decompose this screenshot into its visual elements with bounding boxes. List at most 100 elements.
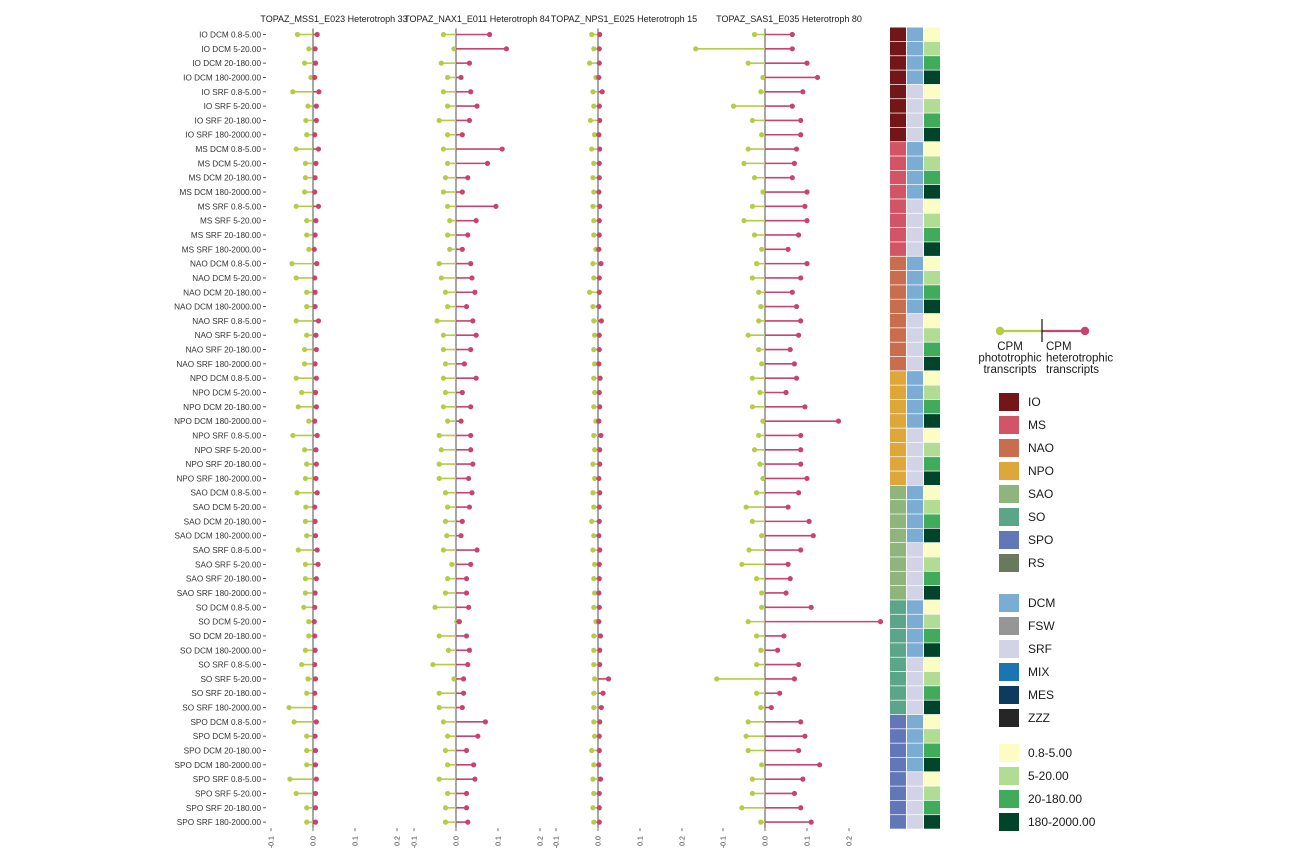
phototrophic-point — [290, 89, 296, 95]
row-label: SO DCM 0.8-5.00 — [196, 603, 262, 612]
row-label: NPO DCM 0.8-5.00 — [190, 374, 261, 383]
region-tile — [890, 371, 906, 385]
phototrophic-point — [592, 447, 598, 453]
heterotrophic-point — [596, 303, 602, 310]
phototrophic-point — [749, 275, 756, 281]
region-tile — [890, 185, 906, 199]
heterotrophic-point — [597, 490, 603, 496]
depth-tile — [907, 285, 923, 299]
heterotrophic-point — [798, 318, 804, 324]
phototrophic-point — [447, 246, 453, 252]
depth-tile — [907, 185, 923, 199]
region-tile — [890, 113, 906, 128]
row-label: SO DCM 180-2000.00 — [180, 646, 261, 655]
row-label: NAO DCM 5-20.00 — [192, 274, 261, 283]
heterotrophic-point — [312, 418, 318, 424]
heterotrophic-point — [798, 447, 804, 453]
phototrophic-point — [302, 189, 308, 195]
row-label: NPO DCM 20-180.00 — [183, 403, 261, 412]
heterotrophic-point — [312, 389, 319, 396]
heterotrophic-point — [598, 432, 604, 439]
heterotrophic-point — [596, 504, 602, 510]
phototrophic-point — [591, 218, 597, 224]
heterotrophic-point — [596, 132, 602, 138]
size-tile — [924, 199, 940, 213]
row-label: IO DCM 20-180.00 — [192, 59, 261, 68]
legend-depth-label: MIX — [1028, 665, 1049, 679]
phototrophic-point — [308, 74, 314, 81]
size-tile — [924, 528, 940, 543]
heterotrophic-point — [459, 132, 465, 138]
legend-region-swatch — [999, 554, 1019, 572]
region-tile — [890, 686, 906, 700]
phototrophic-point — [745, 747, 751, 754]
heterotrophic-point — [314, 261, 320, 267]
heterotrophic-point — [596, 805, 602, 811]
phototrophic-point — [759, 246, 765, 252]
phototrophic-point — [293, 318, 299, 324]
phototrophic-point — [591, 790, 597, 797]
depth-tile — [907, 686, 923, 700]
row-label: MS DCM 180-2000.00 — [180, 188, 262, 197]
size-tile — [924, 99, 940, 113]
legend-cpm-left-label: transcripts — [983, 364, 1036, 376]
region-tile — [890, 170, 906, 185]
phototrophic-point — [592, 733, 598, 739]
phototrophic-point — [587, 117, 594, 124]
depth-tile — [907, 700, 923, 715]
heterotrophic-point — [312, 762, 319, 768]
phototrophic-point — [445, 232, 451, 238]
x-tick-label: 0.2 — [395, 836, 402, 846]
depth-tile — [907, 84, 923, 99]
region-tile — [890, 471, 906, 486]
phototrophic-point — [751, 175, 758, 181]
row-label: MS SRF 20-180.00 — [191, 231, 262, 240]
heterotrophic-point — [468, 404, 474, 410]
heterotrophic-point — [768, 704, 774, 711]
row-label: SPO DCM 180-2000.00 — [175, 761, 262, 770]
heterotrophic-point — [802, 404, 808, 410]
phototrophic-point — [741, 218, 747, 224]
depth-tile — [907, 270, 923, 285]
heterotrophic-point — [796, 490, 802, 496]
heterotrophic-point — [598, 704, 604, 711]
phototrophic-point — [591, 647, 597, 653]
heterotrophic-point — [463, 303, 470, 310]
heterotrophic-point — [877, 619, 884, 625]
depth-tile — [907, 127, 923, 142]
phototrophic-point — [304, 819, 310, 825]
region-tile — [890, 557, 906, 571]
size-tile — [924, 700, 940, 715]
x-tick-label: 0.2 — [538, 836, 545, 846]
heterotrophic-point — [597, 633, 604, 639]
phototrophic-point — [714, 676, 720, 682]
phototrophic-point — [749, 404, 756, 410]
heterotrophic-point — [313, 117, 319, 124]
phototrophic-point — [743, 733, 749, 739]
phototrophic-point — [295, 404, 301, 410]
heterotrophic-point — [791, 361, 798, 367]
depth-tile — [907, 528, 923, 543]
size-tile — [924, 313, 940, 328]
heterotrophic-point — [314, 547, 320, 553]
heterotrophic-point — [312, 303, 318, 310]
phototrophic-point — [758, 303, 764, 310]
heterotrophic-point — [461, 361, 467, 367]
depth-tile — [907, 800, 923, 815]
heterotrophic-point — [312, 46, 318, 52]
row-label: NAO DCM 20-180.00 — [183, 288, 261, 297]
legend-region-swatch — [999, 508, 1019, 526]
x-tick-label: 0.0 — [596, 836, 603, 846]
phototrophic-point — [745, 60, 751, 66]
row-label: IO SRF 5-20.00 — [204, 102, 262, 111]
heterotrophic-point — [596, 418, 602, 424]
legend-region-label: NAO — [1028, 441, 1054, 455]
phototrophic-point — [693, 46, 699, 52]
heterotrophic-point — [808, 604, 814, 610]
heterotrophic-point — [316, 89, 322, 95]
row-label: SO DCM 5-20.00 — [198, 618, 261, 627]
row-label: NPO SRF 0.8-5.00 — [192, 431, 261, 440]
region-tile — [890, 500, 906, 514]
size-tile — [924, 757, 940, 772]
region-tile — [890, 743, 906, 758]
